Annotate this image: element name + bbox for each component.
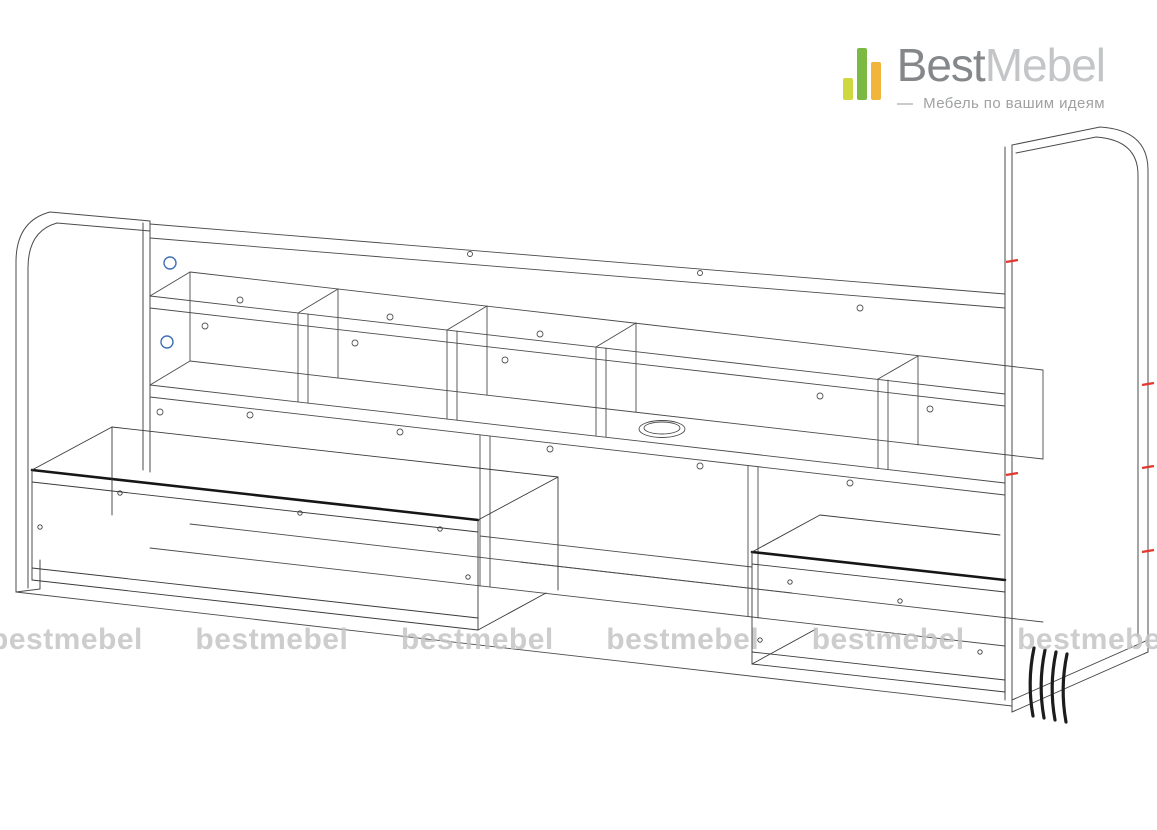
cable-grommet-hole — [638, 420, 686, 438]
right-end-panel — [1004, 126, 1149, 713]
tagline-divider-line — [896, 102, 914, 105]
brand-logo: BestMebel Мебель по вашим идеям — [842, 39, 1106, 112]
right-drawer — [750, 514, 1007, 693]
hinge-hatch — [1028, 646, 1069, 724]
left-end-panel — [15, 211, 151, 593]
brand-text-block: BestMebel Мебель по вашим идеям — [896, 39, 1106, 112]
fastener-markers-red — [1005, 258, 1155, 554]
cam-fastener-symbols — [156, 296, 934, 487]
brand-name: BestMebel — [896, 39, 1106, 91]
fastener-markers-blue — [160, 256, 177, 349]
brand-tagline-row: Мебель по вашим идеям — [896, 95, 1105, 112]
brand-name-primary: Best — [896, 39, 986, 91]
brand-name-secondary: Mebel — [984, 39, 1106, 91]
carcass-shelving — [15, 271, 1044, 707]
left-drawer — [30, 426, 559, 631]
top-rail — [149, 223, 1006, 309]
logo-bars-icon — [842, 48, 881, 100]
brand-tagline: Мебель по вашим идеям — [923, 95, 1105, 112]
